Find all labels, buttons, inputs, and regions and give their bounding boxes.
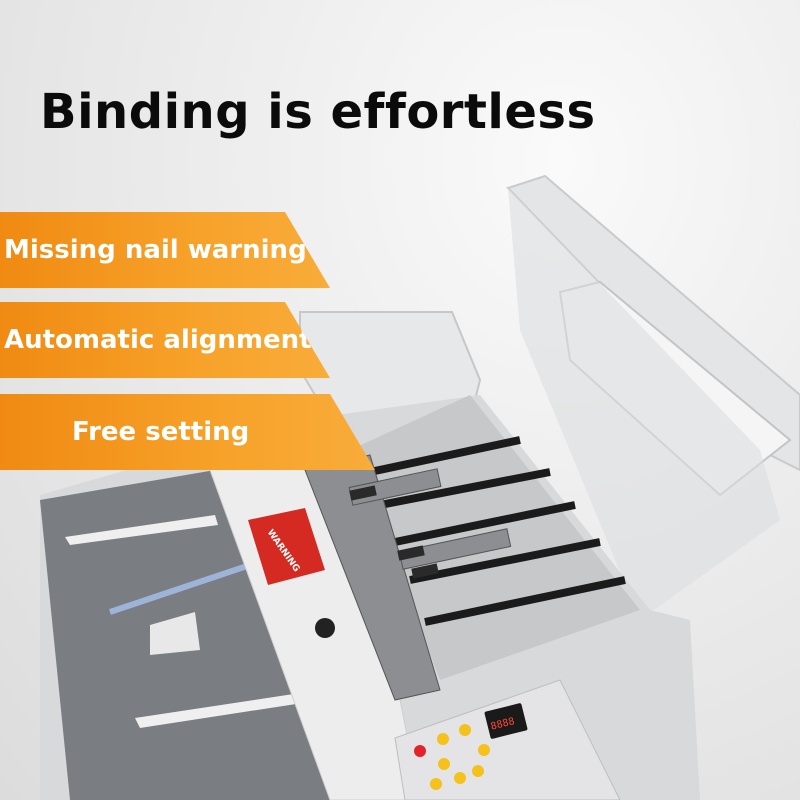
- headline: Binding is effortless: [40, 84, 596, 140]
- feature-label: Automatic alignment: [4, 325, 312, 355]
- paper-guide-lower: [135, 690, 322, 728]
- feature-label: Free setting: [72, 417, 250, 447]
- feature-banner-missing-nail-warning: Missing nail warning: [0, 212, 330, 288]
- feature-banner-automatic-alignment: Automatic alignment: [0, 302, 330, 378]
- yellow-button-7: [472, 765, 484, 777]
- feature-label: Missing nail warning: [4, 235, 307, 265]
- red-button: [414, 745, 426, 757]
- adjust-knob: [315, 618, 335, 638]
- yellow-button-1: [437, 733, 449, 745]
- springs: [349, 485, 439, 579]
- machine-lid-side: [508, 188, 780, 620]
- warning-label: [248, 508, 325, 585]
- paper-guide-upper: [65, 515, 218, 545]
- yellow-button-3: [438, 758, 450, 770]
- yellow-button-6: [454, 772, 466, 784]
- digital-display: [484, 703, 528, 739]
- yellow-button-5: [430, 778, 442, 790]
- paper-tray-slot: [150, 612, 200, 655]
- control-panel: [394, 679, 621, 800]
- paper-tray-scale: [109, 562, 251, 615]
- feature-banner-free-setting: Free setting: [0, 394, 375, 470]
- yellow-button-2: [459, 724, 471, 736]
- feed-slots: [369, 436, 626, 626]
- yellow-button-4: [478, 744, 490, 756]
